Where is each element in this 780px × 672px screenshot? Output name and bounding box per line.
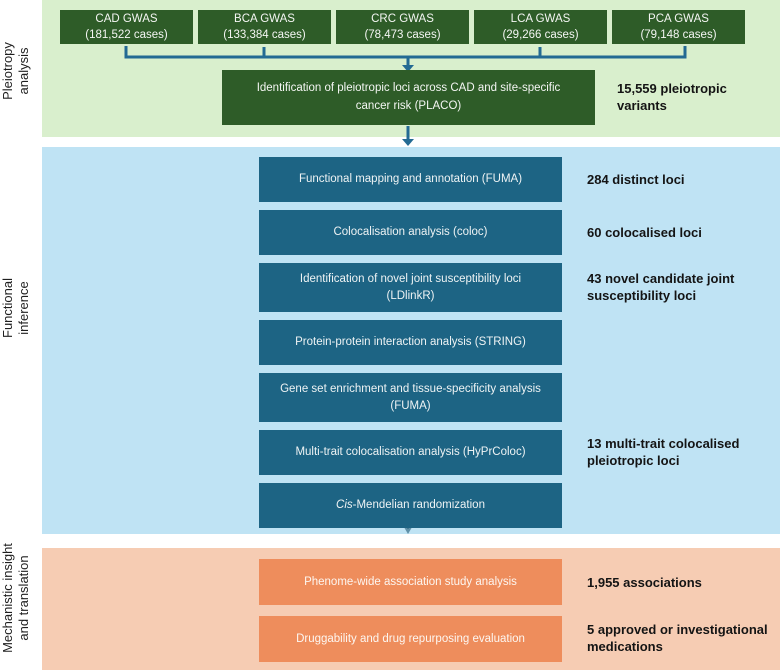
- gwas-box-pca: PCA GWAS (79,148 cases): [612, 10, 745, 44]
- down-arrow-head-icon: [402, 139, 414, 146]
- section-label-pleiotropy-analysis: Pleiotropy analysis: [0, 1, 32, 141]
- step-label: Functional mapping and annotation (FUMA): [298, 173, 523, 186]
- step-label: Multi-trait colocalisation analysis (HyP…: [295, 446, 526, 459]
- section-label-mechanistic-insight: Mechanistic insight and translation: [0, 518, 32, 672]
- gwas-cases: (133,384 cases): [223, 29, 306, 41]
- step-label: Protein-protein interaction analysis (ST…: [295, 336, 526, 349]
- section-label-line: Functional: [0, 278, 15, 338]
- gwas-cases: (181,522 cases): [85, 29, 168, 41]
- step-label: Cis-Mendelian randomization: [336, 497, 485, 513]
- functional-steps-column: Functional mapping and annotation (FUMA)…: [259, 157, 562, 528]
- annotation-associations: 1,955 associations: [587, 575, 702, 590]
- section-label-line: analysis: [16, 47, 32, 95]
- section-label-line: Pleiotropy: [0, 42, 15, 100]
- annotation-colocalised-loci: 60 colocalised loci: [587, 225, 702, 240]
- gwas-box-cad: CAD GWAS (181,522 cases): [60, 10, 193, 44]
- placo-box: Identification of pleiotropic loci acros…: [222, 70, 595, 125]
- cis-italic: Cis: [336, 499, 353, 512]
- gwas-input-row: CAD GWAS (181,522 cases) BCA GWAS (133,3…: [60, 10, 745, 44]
- annotation-distinct-loci: 284 distinct loci: [587, 172, 685, 187]
- mechanistic-steps-column: Phenome-wide association study analysis …: [259, 559, 562, 662]
- section-label-line: inference: [16, 281, 32, 335]
- placo-label: Identification of pleiotropic loci acros…: [256, 82, 561, 112]
- cis-rest: -Mendelian randomization: [352, 499, 485, 512]
- step-label: Phenome-wide association study analysis: [304, 575, 517, 588]
- annotation-medications: 5 approved or investigational medication…: [587, 622, 768, 655]
- step-box-gene-set-enrichment: Gene set enrichment and tissue-specifici…: [259, 373, 562, 422]
- gwas-box-lca: LCA GWAS (29,266 cases): [474, 10, 607, 44]
- gwas-cases: (29,266 cases): [502, 29, 579, 41]
- step-label: Druggability and drug repurposing evalua…: [296, 632, 525, 645]
- step-box-druggability: Druggability and drug repurposing evalua…: [259, 616, 562, 662]
- step-box-coloc: Colocalisation analysis (coloc): [259, 210, 562, 255]
- step-box-fuma-mapping: Functional mapping and annotation (FUMA): [259, 157, 562, 202]
- gwas-name: CRC GWAS: [371, 12, 434, 25]
- annotation-multitrait-loci: 13 multi-trait colocalised pleiotropic l…: [587, 436, 740, 469]
- step-box-phewas: Phenome-wide association study analysis: [259, 559, 562, 605]
- step-box-string: Protein-protein interaction analysis (ST…: [259, 320, 562, 365]
- section-label-line: Mechanistic insight: [0, 543, 15, 653]
- gwas-name: BCA GWAS: [234, 12, 295, 25]
- gwas-cases: (78,473 cases): [364, 29, 441, 41]
- section-label-functional-inference: Functional inference: [0, 238, 32, 378]
- step-box-cis-mendelian: Cis-Mendelian randomization: [259, 483, 562, 528]
- gwas-name: LCA GWAS: [510, 12, 571, 25]
- step-label: Identification of novel joint susceptibi…: [299, 273, 522, 302]
- step-box-hyprcoloc: Multi-trait colocalisation analysis (HyP…: [259, 430, 562, 475]
- gwas-cases: (79,148 cases): [640, 29, 717, 41]
- section-label-line: and translation: [16, 555, 32, 641]
- gwas-name: PCA GWAS: [648, 12, 709, 25]
- annotation-pleiotropic-variants: 15,559 pleiotropic variants: [617, 81, 727, 114]
- step-label: Colocalisation analysis (coloc): [333, 226, 488, 239]
- step-box-ldlinkr: Identification of novel joint susceptibi…: [259, 263, 562, 312]
- gwas-name: CAD GWAS: [95, 12, 158, 25]
- annotation-novel-joint-loci: 43 novel candidate joint susceptibility …: [587, 271, 735, 304]
- gwas-box-crc: CRC GWAS (78,473 cases): [336, 10, 469, 44]
- gwas-box-bca: BCA GWAS (133,384 cases): [198, 10, 331, 44]
- step-label: Gene set enrichment and tissue-specifici…: [280, 383, 541, 412]
